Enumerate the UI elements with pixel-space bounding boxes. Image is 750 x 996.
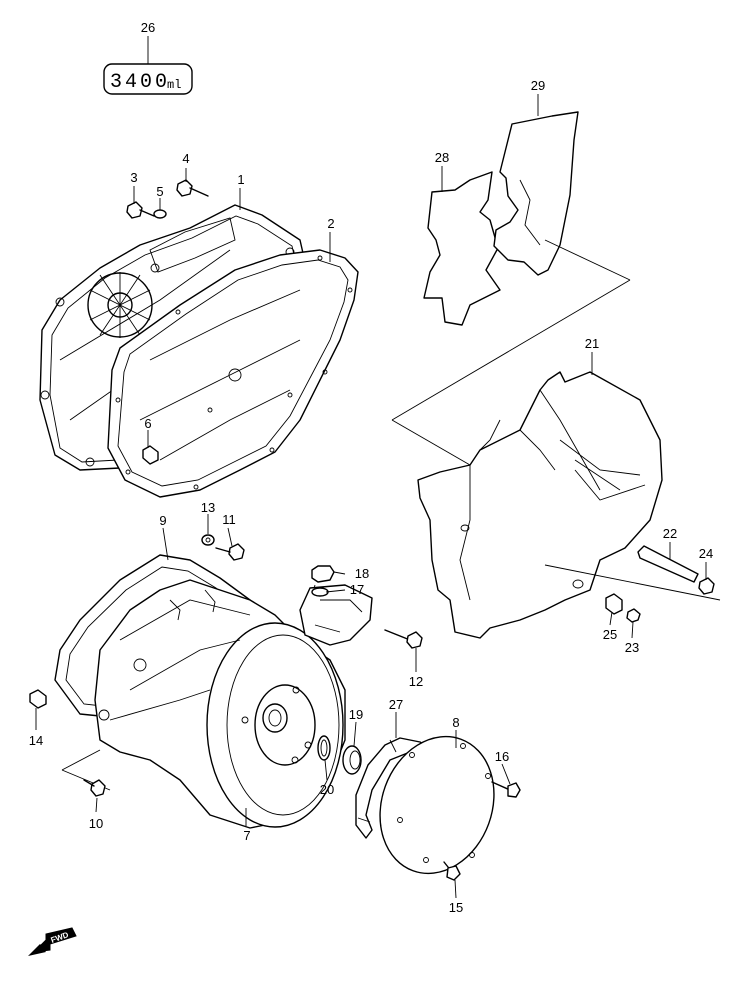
bolt-10 bbox=[83, 779, 106, 797]
bolt-12 bbox=[384, 629, 423, 649]
cover-plate-8 bbox=[379, 735, 495, 875]
dowel-pin-14 bbox=[29, 689, 47, 709]
callout-25: 25 bbox=[603, 627, 617, 642]
grommet-25 bbox=[605, 593, 623, 615]
callout-15: 15 bbox=[449, 900, 463, 915]
callout-23: 23 bbox=[625, 640, 639, 655]
callout-7: 7 bbox=[243, 828, 250, 843]
bolt-4 bbox=[176, 179, 209, 197]
grommet-13 bbox=[201, 534, 215, 546]
callout-11: 11 bbox=[222, 512, 236, 527]
fwd-direction-arrow: FWD bbox=[28, 927, 77, 956]
oil-unit-text: ml bbox=[167, 78, 181, 92]
cover-29 bbox=[493, 111, 579, 276]
callout-16: 16 bbox=[495, 749, 509, 764]
shaft-22 bbox=[637, 545, 699, 583]
callout-29: 29 bbox=[531, 78, 545, 93]
callout-9: 9 bbox=[159, 513, 166, 528]
callout-21: 21 bbox=[585, 336, 599, 351]
screw-15 bbox=[443, 861, 461, 881]
washer-5 bbox=[153, 209, 167, 219]
cover-28 bbox=[423, 171, 501, 326]
seal-19 bbox=[342, 745, 362, 775]
callout-19: 19 bbox=[349, 707, 363, 722]
callout-2: 2 bbox=[327, 216, 334, 231]
callout-5: 5 bbox=[156, 184, 163, 199]
callout-4: 4 bbox=[182, 151, 189, 166]
clutch-cover-gasket bbox=[107, 249, 359, 498]
callout-3: 3 bbox=[130, 170, 137, 185]
callout-27: 27 bbox=[389, 697, 403, 712]
callout-28: 28 bbox=[435, 150, 449, 165]
callout-13: 13 bbox=[201, 500, 215, 515]
o-ring-20 bbox=[317, 735, 331, 761]
dowel-pin-6 bbox=[142, 445, 159, 465]
callout-17: 17 bbox=[350, 582, 364, 597]
o-ring-17 bbox=[311, 587, 329, 597]
callout-20: 20 bbox=[320, 782, 334, 797]
bolt-3 bbox=[126, 201, 155, 219]
oil-capacity-tag: 3400 ml bbox=[103, 36, 193, 95]
callout-22: 22 bbox=[663, 526, 677, 541]
bolt-23 bbox=[626, 608, 641, 623]
leader-lines bbox=[35, 94, 707, 899]
oil-volume-text: 3400 bbox=[110, 71, 170, 94]
callout-14: 14 bbox=[29, 733, 43, 748]
callout-18: 18 bbox=[355, 566, 369, 581]
callout-6: 6 bbox=[144, 416, 151, 431]
callout-1: 1 bbox=[237, 172, 244, 187]
callout-8: 8 bbox=[452, 715, 459, 730]
screw-16 bbox=[491, 781, 521, 798]
cap-24 bbox=[698, 577, 715, 595]
callout-numbers: 1 2 3 4 5 6 7 8 9 10 11 12 13 14 15 16 1… bbox=[29, 20, 713, 915]
bolt-11 bbox=[215, 543, 245, 561]
generator-cover bbox=[94, 579, 373, 829]
generator-outer-cover bbox=[417, 371, 663, 639]
callout-10: 10 bbox=[89, 816, 103, 831]
callout-24: 24 bbox=[699, 546, 713, 561]
callout-26: 26 bbox=[141, 20, 155, 35]
oil-filler-plug-18 bbox=[311, 565, 335, 583]
callout-12: 12 bbox=[409, 674, 423, 689]
